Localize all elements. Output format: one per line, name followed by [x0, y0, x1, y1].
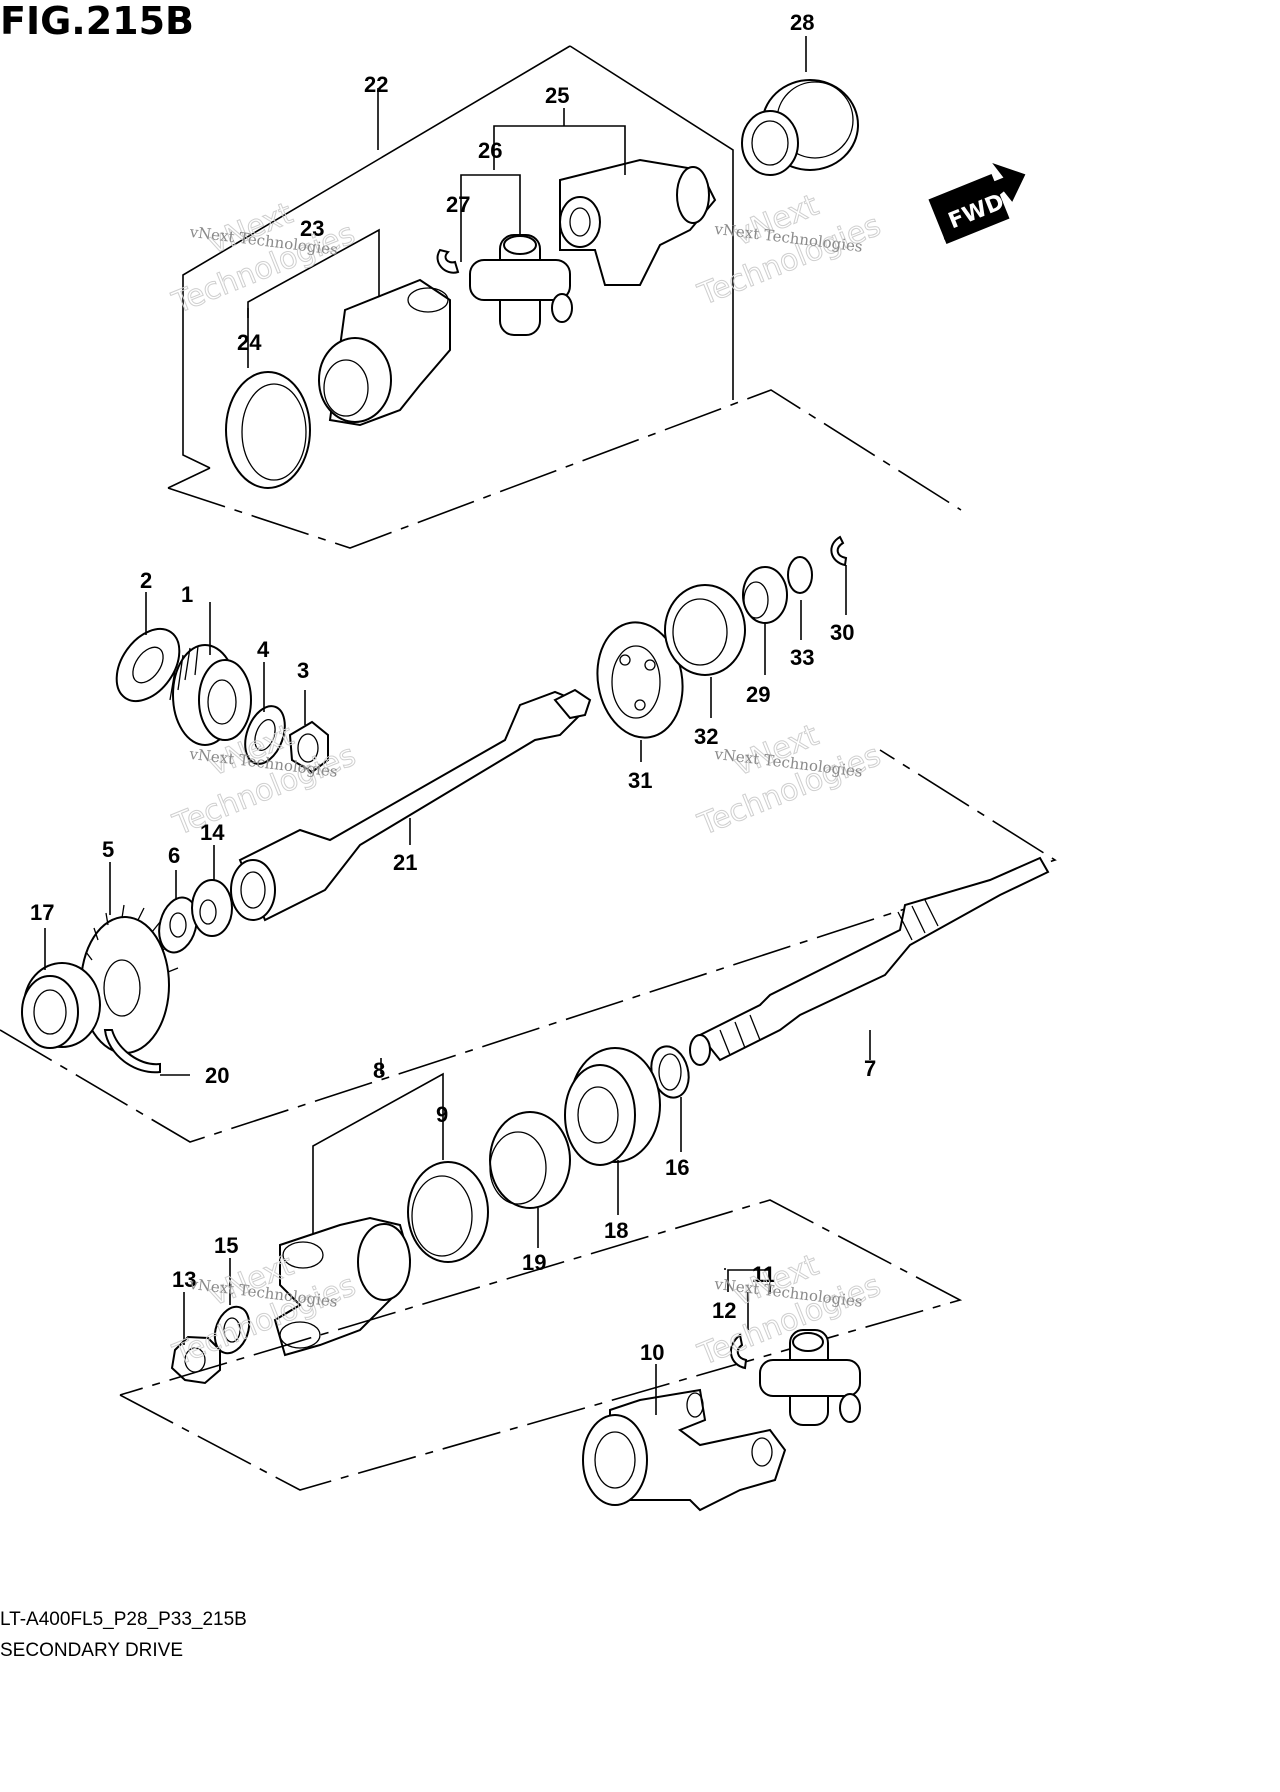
figure-title: FIG.215B [0, 0, 194, 43]
seal-ring-24 [225, 371, 311, 489]
oil-seal-32 [664, 584, 746, 676]
callout-5: 5 [102, 837, 114, 862]
bevel-gear-1 [169, 644, 252, 746]
callout-11: 11 [752, 1262, 775, 1287]
callout-19: 19 [522, 1250, 546, 1275]
callout-23: 23 [300, 216, 324, 241]
callout-1: 1 [181, 582, 193, 607]
model-code: LT-A400FL5_P28_P33_215B [0, 1609, 247, 1630]
fwd-direction-arrow: FWD [928, 162, 1026, 244]
callout-22: 22 [364, 72, 388, 97]
watermark-top-left: vNext Technologies vNext Technologies [167, 195, 361, 321]
callout-25: 25 [545, 83, 569, 108]
circlip-30 [830, 535, 848, 567]
callout-16: 16 [665, 1155, 689, 1180]
circlip-12 [730, 1333, 748, 1370]
section-name: SECONDARY DRIVE [0, 1640, 183, 1661]
callout-13: 13 [172, 1267, 196, 1292]
yoke-flange-8 [273, 1216, 412, 1357]
bracket-8 [312, 1072, 444, 1240]
callout-3: 3 [297, 658, 309, 683]
callout-30: 30 [830, 620, 854, 645]
callout-24: 24 [237, 330, 262, 355]
callout-14: 14 [200, 820, 225, 845]
yoke-part-23 [318, 278, 451, 427]
bearing-31 [596, 621, 684, 739]
rubber-boot-28 [741, 79, 859, 176]
callout-20: 20 [205, 1063, 229, 1088]
assembly-box-lower [0, 749, 1057, 1143]
callout-9: 9 [436, 1102, 448, 1127]
assembly-box-22 [167, 45, 962, 549]
callout-26: 26 [478, 138, 502, 163]
callout-2: 2 [140, 568, 152, 593]
oil-seal-19 [489, 1111, 571, 1209]
drive-shaft-21 [230, 688, 592, 922]
washer-6 [158, 896, 198, 954]
callout-18: 18 [604, 1218, 628, 1243]
callout-10: 10 [640, 1340, 664, 1365]
callout-27: 27 [446, 192, 470, 217]
nut-3 [288, 720, 329, 774]
washer-15 [213, 1305, 251, 1355]
callout-15: 15 [214, 1233, 238, 1258]
callout-7: 7 [864, 1056, 876, 1081]
assembly-box-bottom [119, 1199, 963, 1491]
circlip-20 [103, 1029, 161, 1074]
universal-joint-spider-26 [469, 234, 573, 336]
callout-28: 28 [790, 10, 814, 35]
nut-13 [170, 1335, 221, 1385]
ring-33 [787, 556, 813, 594]
circlip-27 [436, 248, 460, 274]
universal-joint-spider-11 [759, 1329, 861, 1426]
watermark-mid-right: vNext Technologies vNext Technologies [692, 717, 886, 843]
callout-32: 32 [694, 724, 718, 749]
seal-ring-9 [407, 1161, 489, 1263]
washer-4 [244, 705, 286, 765]
washer-2 [115, 627, 181, 703]
output-shaft-7 [689, 856, 1050, 1066]
yoke-part-10 [582, 1388, 787, 1512]
collar-29 [742, 566, 788, 624]
bearing-17 [21, 962, 101, 1049]
collar-14 [191, 879, 233, 937]
callout-21: 21 [393, 850, 417, 875]
watermark-top-right: vNext Technologies vNext Technologies [692, 187, 886, 313]
yoke-part-25 [559, 158, 717, 286]
callout-8: 8 [373, 1058, 385, 1083]
callout-labels: 1 2 3 4 5 6 7 8 9 10 11 12 13 14 15 16 1… [30, 10, 876, 1365]
leader-lines [44, 36, 871, 1415]
callout-4: 4 [257, 637, 270, 662]
callout-33: 33 [790, 645, 814, 670]
callout-31: 31 [628, 768, 652, 793]
callout-6: 6 [168, 843, 180, 868]
callout-12: 12 [712, 1298, 736, 1323]
bearing-18 [564, 1047, 661, 1166]
callout-17: 17 [30, 900, 54, 925]
callout-29: 29 [746, 682, 770, 707]
sprocket-gear-5 [80, 904, 179, 1054]
